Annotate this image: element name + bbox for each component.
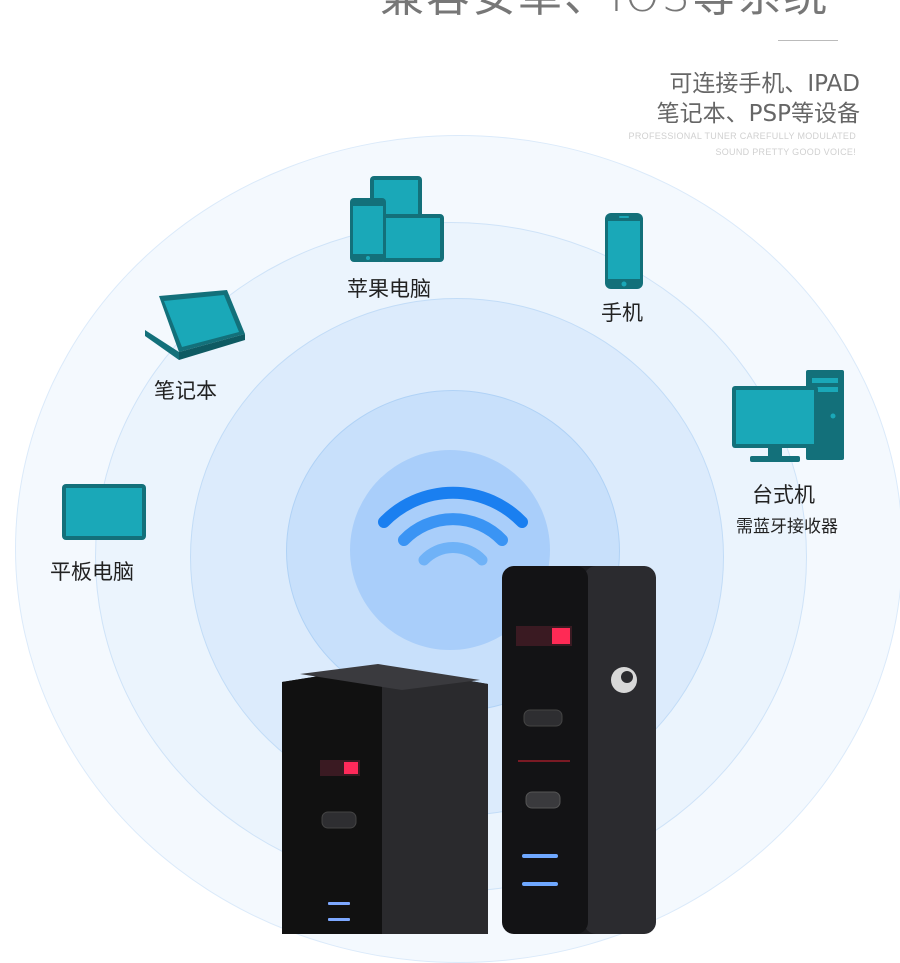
- english-caption-line-2: SOUND PRETTY GOOD VOICE!: [715, 147, 856, 157]
- wifi-icon: [378, 486, 528, 566]
- label-tablet: 平板电脑: [50, 560, 134, 584]
- label-apple-computer: 苹果电脑: [347, 277, 431, 301]
- multi-device-icon: [350, 176, 444, 262]
- product-left-device: [282, 664, 488, 934]
- divider: [778, 40, 838, 41]
- english-caption-line-1: PROFESSIONAL TUNER CAREFULLY MODULATED: [628, 131, 856, 141]
- laptop-icon: [145, 290, 245, 360]
- label-desktop: 台式机: [752, 483, 815, 507]
- subtitle-line-1: 可连接手机、IPAD: [669, 71, 860, 97]
- tablet-icon: [62, 484, 146, 540]
- product-right-device: [502, 566, 656, 934]
- phone-icon: [605, 213, 643, 289]
- subtitle-line-2: 笔记本、PSP等设备: [656, 101, 860, 127]
- headline: 兼容安卓、IOS等系统: [380, 0, 880, 24]
- desktop-icon: [732, 370, 844, 462]
- label-phone: 手机: [601, 301, 643, 325]
- label-desktop-note: 需蓝牙接收器: [736, 517, 838, 537]
- label-laptop: 笔记本: [154, 379, 217, 403]
